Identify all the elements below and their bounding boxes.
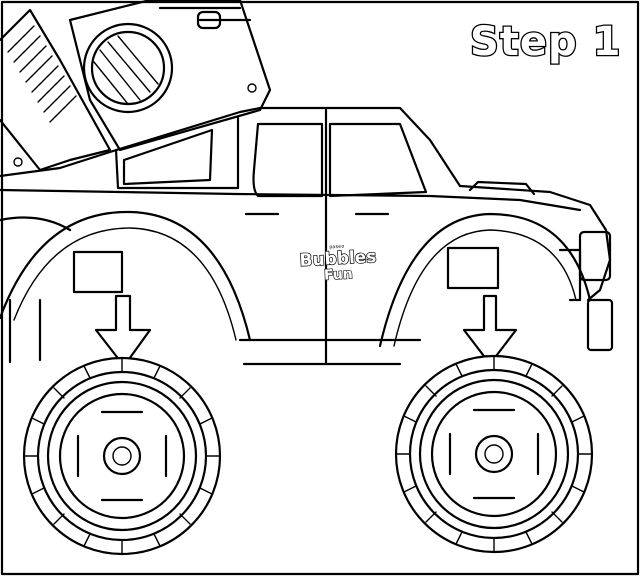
front-wheel-arch-inner — [393, 229, 577, 347]
rear-wheel-arch-inner — [13, 227, 237, 341]
truck-body — [0, 106, 614, 366]
step-label: Step 1 — [469, 18, 622, 67]
down-arrow-icon — [462, 294, 518, 366]
rear-wheel-arch — [0, 210, 252, 342]
down-arrow-icon — [94, 294, 152, 368]
wheel-icon — [394, 354, 594, 554]
logo: paseo Bubbles Fun — [298, 242, 377, 292]
front-wheel-arch — [378, 212, 592, 348]
wheel-icon — [22, 356, 222, 556]
